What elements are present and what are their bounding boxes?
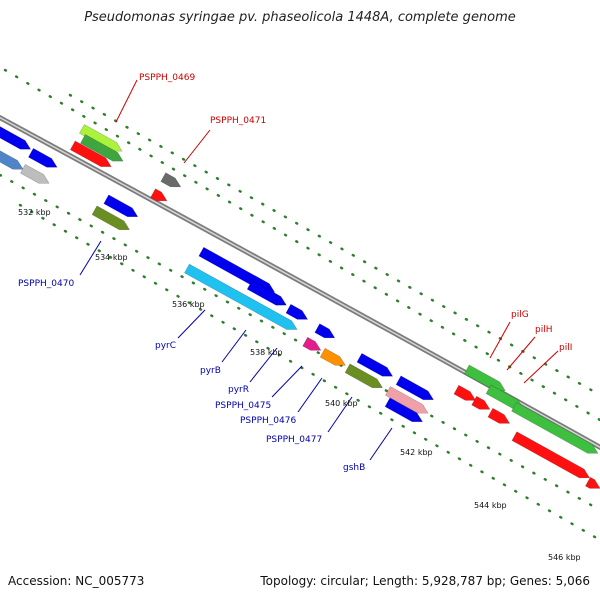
gene-label-pyrR[interactable]: pyrR [228, 385, 249, 395]
leader-gshB [369, 427, 393, 461]
gene-blue-pyrB[interactable] [246, 280, 289, 309]
leader-PSPPH_0471 [183, 129, 211, 164]
leader-pyrR [249, 347, 278, 383]
dotted-track-outer-1 [68, 93, 600, 397]
gene-olive-0470[interactable] [91, 205, 132, 234]
gene-red-pilI[interactable] [487, 407, 512, 427]
ruler-label-544: 544 kbp [474, 501, 507, 510]
ruler-label-532: 532 kbp [18, 208, 51, 217]
leader-pilG [489, 321, 511, 359]
gene-blue-534[interactable] [103, 194, 140, 221]
gene-green-pilI[interactable] [511, 401, 600, 457]
ruler-label-536: 536 kbp [172, 300, 205, 309]
gene-red-0469[interactable] [69, 140, 113, 171]
accession-text: Accession: NC_005773 [8, 574, 145, 588]
gene-red-pilI-b[interactable] [511, 431, 592, 482]
ruler-label-542: 542 kbp [400, 448, 433, 457]
ruler-label-546: 546 kbp [548, 553, 581, 562]
gene-grey-0471[interactable] [160, 172, 183, 191]
gene-olive-0477[interactable] [344, 363, 385, 392]
gene-label-pilG[interactable]: pilG [511, 310, 529, 320]
gene-label-PSPPH_0477[interactable]: PSPPH_0477 [266, 435, 322, 445]
gene-features [0, 124, 600, 493]
gene-blue-left-b[interactable] [28, 147, 59, 171]
gene-label-pyrC[interactable]: pyrC [155, 341, 176, 351]
ruler-label-540: 540 kbp [325, 399, 358, 408]
ruler-label-538: 538 kbp [250, 348, 283, 357]
dotted-track-inner-2 [18, 203, 600, 542]
gene-label-gshB[interactable]: gshB [343, 463, 365, 473]
map-title: Pseudomonas syringae pv. phaseolicola 14… [84, 10, 516, 25]
gene-label-pilH[interactable]: pilH [535, 325, 552, 335]
gene-label-PSPPH_0471[interactable]: PSPPH_0471 [210, 116, 266, 126]
gene-red-0471[interactable] [150, 188, 170, 206]
gene-green-0469[interactable] [80, 134, 125, 165]
gene-magenta-0475[interactable] [302, 336, 324, 354]
gene-orange-0476[interactable] [319, 347, 348, 369]
leader-pyrB [221, 329, 247, 363]
dotted-tracks [0, 68, 600, 542]
leader-pilH [506, 336, 536, 371]
gene-blue-gshB[interactable] [395, 375, 436, 404]
leader-PSPPH_0476 [297, 377, 323, 413]
gene-label-PSPPH_0476[interactable]: PSPPH_0476 [240, 416, 296, 426]
dotted-track-inner-1 [0, 173, 600, 512]
gene-label-PSPPH_0469[interactable]: PSPPH_0469 [139, 73, 195, 83]
gene-pink-gshB[interactable] [385, 386, 430, 417]
leader-PSPPH_0475 [271, 365, 303, 398]
gene-grey-left[interactable] [20, 163, 51, 187]
leader-PSPPH_0477 [327, 396, 353, 433]
gene-label-PSPPH_0470[interactable]: PSPPH_0470 [18, 279, 74, 289]
gene-red-end[interactable] [585, 476, 600, 493]
label-leaders [79, 79, 559, 461]
gene-label-PSPPH_0475[interactable]: PSPPH_0475 [215, 401, 271, 411]
leader-PSPPH_0469 [115, 79, 138, 123]
leader-pilI [523, 350, 559, 384]
gene-red-pilG[interactable] [453, 384, 478, 404]
gene-label-pyrB[interactable]: pyrB [200, 366, 221, 376]
gene-blue-pyrR[interactable] [285, 303, 310, 323]
leader-PSPPH_0470 [79, 240, 102, 276]
gene-label-pilI[interactable]: pilI [559, 343, 572, 353]
gene-red-pilH[interactable] [471, 395, 493, 413]
ruler-label-534: 534 kbp [95, 253, 128, 262]
gene-blue-left-a[interactable] [0, 126, 33, 153]
gene-blue-0475[interactable] [314, 323, 337, 342]
gene-blue-0477[interactable] [356, 353, 395, 380]
gene-lime-0469[interactable] [79, 124, 124, 155]
gene-blue-gshB-b[interactable] [384, 397, 425, 426]
gene-cyan-pyrC[interactable] [184, 263, 299, 334]
topology-text: Topology: circular; Length: 5,928,787 bp… [260, 574, 590, 588]
leader-pyrC [177, 309, 206, 339]
gene-steel-left[interactable] [0, 149, 26, 173]
